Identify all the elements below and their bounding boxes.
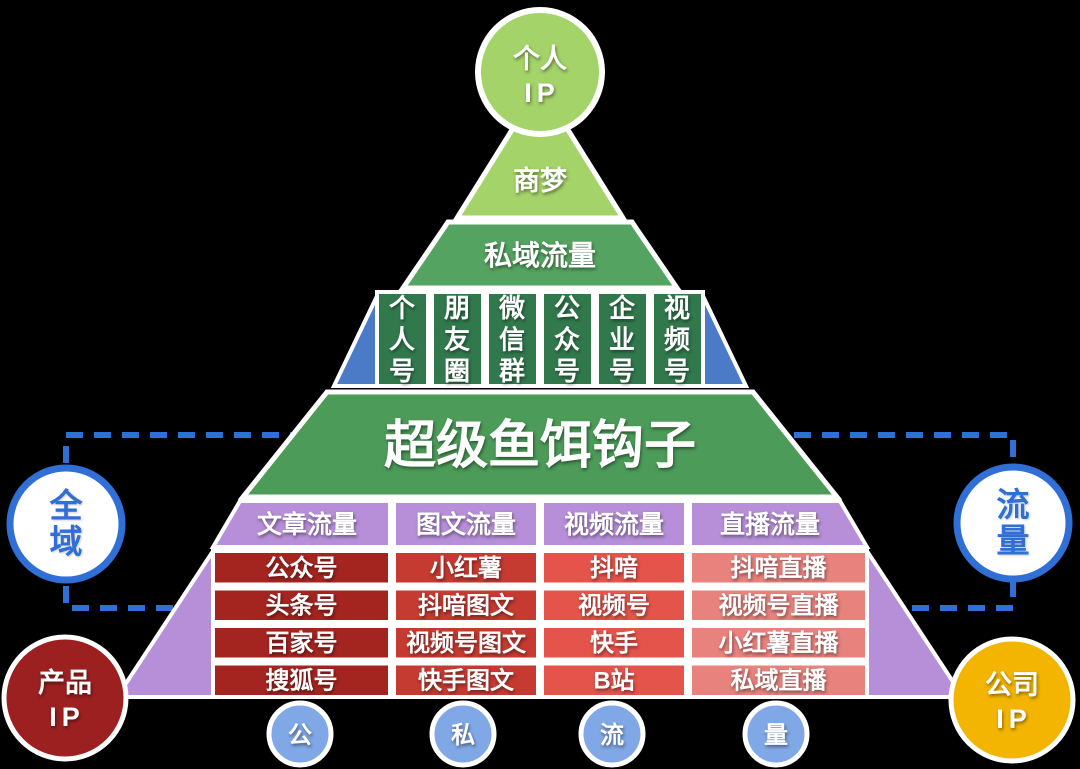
grid-cell-r2-c3 xyxy=(688,624,869,662)
bottom-circle-1 xyxy=(429,700,497,768)
band-private-traffic-label: 私域流量 xyxy=(484,240,596,271)
grid-cell-r2-c1 xyxy=(392,624,540,662)
grid-cell-label: 公众号 xyxy=(266,555,338,582)
wechat-box-label: 个人号 xyxy=(389,293,416,386)
traffic-header-label: 图文流量 xyxy=(416,510,516,539)
grid-cell-label: 抖喑 xyxy=(590,554,638,582)
wechat-box-0 xyxy=(375,290,430,388)
grid-cell-label: 视频号 xyxy=(578,593,650,620)
bottom-circle-label: 私 xyxy=(451,722,475,749)
grid-cell-r0-c3 xyxy=(688,549,869,587)
traffic-header-label: 直播流量 xyxy=(720,511,820,539)
grid-cell-label: 私域直播 xyxy=(731,668,828,695)
band-private-traffic xyxy=(398,219,682,291)
left-blue-triangle xyxy=(330,295,379,388)
traffic-header-cell-1 xyxy=(392,499,540,549)
quanyu-label: 全域 xyxy=(49,487,84,560)
grid-cell-label: 搜狐号 xyxy=(266,667,338,695)
personal-ip-circle xyxy=(475,7,605,137)
grid-cell-label: 快手图文 xyxy=(418,667,515,695)
grid-cell-r3-c3 xyxy=(688,661,869,699)
traffic-header-cell-3 xyxy=(688,499,871,549)
company-ip-circle xyxy=(948,636,1076,764)
pyramid-right-purple-side xyxy=(865,544,967,699)
grid-cell-label: B站 xyxy=(593,668,634,695)
wechat-box-3 xyxy=(540,290,595,388)
band-shangmeng xyxy=(452,80,628,221)
bottom-circle-label: 流 xyxy=(600,722,624,749)
grid-cell-r3-c0 xyxy=(211,661,392,699)
grid-cell-label: 视频号直播 xyxy=(719,593,840,620)
grid-cell-label: 快手 xyxy=(590,629,638,657)
company-ip-line2: IP xyxy=(996,704,1032,734)
wechat-box-5 xyxy=(650,290,705,388)
wechat-box-4 xyxy=(595,290,650,388)
liuliang-label: 流量 xyxy=(997,486,1030,559)
grid-cell-label: 抖喑直播 xyxy=(731,554,828,582)
traffic-header-label: 视频流量 xyxy=(564,511,664,539)
wechat-box-label: 朋友圈 xyxy=(444,293,470,386)
wechat-box-2 xyxy=(485,290,540,388)
bottom-circles-row: 公 私 流 量 xyxy=(266,700,810,768)
grid-cell-r1-c0 xyxy=(211,586,392,624)
company-ip-line1: 公司 xyxy=(985,670,1039,700)
bottom-circle-label: 公 xyxy=(288,722,312,749)
grid-cell-r2-c2 xyxy=(540,624,688,662)
grid-cell-r1-c2 xyxy=(540,586,688,624)
grid-cell-label: 小红薯 xyxy=(430,554,502,582)
wechat-box-label: 公众号 xyxy=(554,293,580,386)
grid-cell-label: 头条号 xyxy=(266,593,338,620)
bottom-circle-label: 量 xyxy=(764,722,788,749)
personal-ip-line2: IP xyxy=(524,78,560,108)
grid-cell-r1-c3 xyxy=(688,586,869,624)
traffic-header-cell-0 xyxy=(209,499,392,549)
liuliang-circle xyxy=(953,463,1073,583)
grid-cell-r1-c1 xyxy=(392,586,540,624)
bottom-circle-3 xyxy=(742,700,810,768)
pyramid-left-purple-side xyxy=(113,544,215,699)
grid-cell-r3-c2 xyxy=(540,661,688,699)
personal-ip-line1: 个人 xyxy=(513,44,567,74)
wechat-box-label: 视频号 xyxy=(664,293,690,386)
grid-cell-r0-c1 xyxy=(392,549,540,587)
product-ip-line2: IP xyxy=(49,702,85,732)
grid-cell-label: 小红薯直播 xyxy=(719,629,840,657)
bottom-circle-0 xyxy=(266,700,334,768)
wechat-box-1 xyxy=(430,290,485,388)
traffic-header-cell-2 xyxy=(540,499,688,549)
wechat-box-label: 微信群 xyxy=(498,293,525,386)
traffic-header-row: 文章流量 图文流量 视频流量 直播流量 xyxy=(209,499,871,549)
product-ip-line1: 产品 xyxy=(38,668,92,698)
bottom-circle-2 xyxy=(578,700,646,768)
grid-cell-label: 抖喑图文 xyxy=(418,592,515,620)
grid-cell-r0-c2 xyxy=(540,549,688,587)
band-shangmeng-label: 商梦 xyxy=(513,166,567,196)
grid-cell-label: 百家号 xyxy=(266,629,338,657)
quanyu-circle xyxy=(6,464,126,584)
wechat-box-label: 企业号 xyxy=(609,293,636,386)
grid-cell-r2-c0 xyxy=(211,624,392,662)
grid-cell-label: 视频号图文 xyxy=(406,629,527,657)
traffic-header-label: 文章流量 xyxy=(257,510,357,539)
grid-cell-r3-c1 xyxy=(392,661,540,699)
band-super-bait-hook xyxy=(237,389,843,500)
grid-cell-r0-c0 xyxy=(211,549,392,587)
wechat-boxes-row: 个人号 朋友圈 微信群 公众号 企业号 视频号 xyxy=(375,290,705,388)
right-blue-triangle xyxy=(701,295,750,388)
band-super-bait-hook-label: 超级鱼饵钩子 xyxy=(384,417,696,475)
product-ip-circle xyxy=(1,634,129,762)
